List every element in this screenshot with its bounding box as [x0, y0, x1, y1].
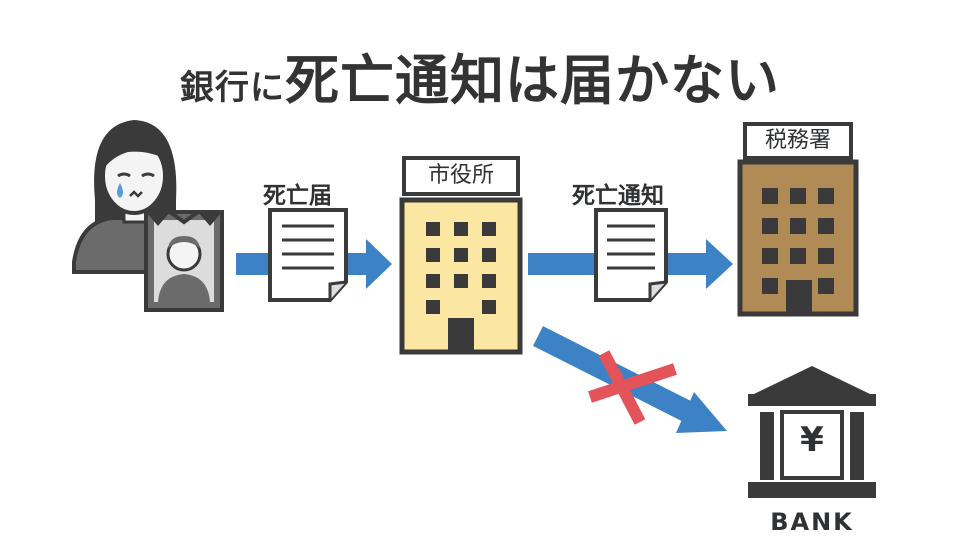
tax-office-sign: 税務署 — [743, 122, 853, 160]
title-prefix: 銀行に — [180, 68, 285, 108]
bank-label: BANK — [770, 508, 854, 536]
tax-office-building-icon — [737, 159, 859, 317]
death-certificate-label: 死亡届 — [263, 183, 332, 209]
yen-sign: ¥ — [800, 420, 824, 460]
page-title: 銀行に死亡通知は届かない — [0, 36, 960, 115]
bank-icon — [748, 366, 876, 498]
memorial-portrait-icon — [144, 210, 224, 312]
city-hall-building-icon — [399, 197, 523, 355]
document-icon — [268, 208, 348, 302]
cross-mark-icon — [588, 350, 677, 425]
document-icon — [594, 208, 668, 302]
title-main: 死亡通知は届かない — [285, 49, 780, 112]
city-hall-sign: 市役所 — [402, 156, 520, 196]
mourning-woman-icon — [72, 120, 190, 274]
death-notice-label: 死亡通知 — [572, 183, 664, 209]
